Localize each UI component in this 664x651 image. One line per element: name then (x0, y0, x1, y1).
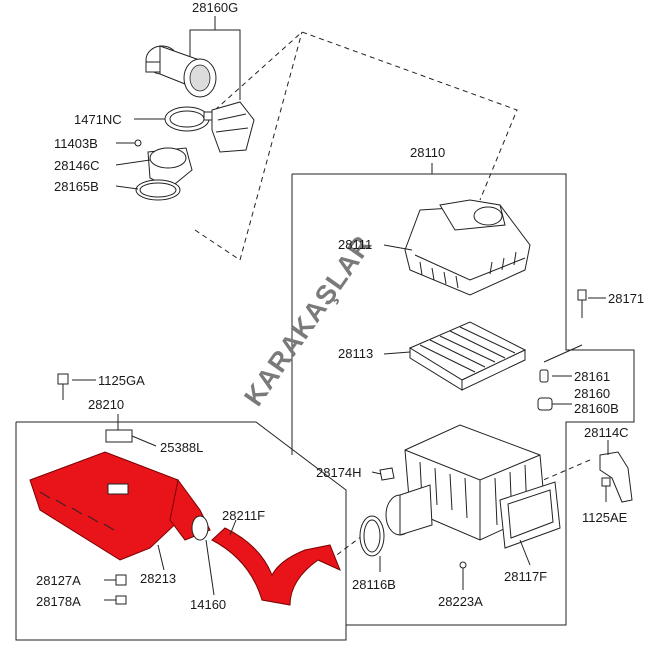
air-cleaner-body (359, 163, 633, 590)
body-ribs (419, 461, 528, 526)
label-28211F: 28211F (222, 508, 265, 523)
bolt-head (577, 289, 587, 301)
cover-bolt (57, 373, 69, 385)
label-plate (105, 429, 133, 443)
label-1125GA: 1125GA (98, 373, 145, 388)
dashed-frame (214, 31, 518, 201)
engine-cover-assembly (29, 373, 341, 606)
label-11403B: 11403B (54, 136, 98, 151)
leader-line (205, 539, 215, 596)
airflow-sensor-assembly (115, 16, 255, 201)
leader-line (131, 435, 157, 447)
sensor-inner (189, 64, 211, 92)
hose-clamp-inner (363, 519, 381, 553)
filter-pleats (419, 326, 516, 373)
label-1471NC: 1471NC (74, 112, 122, 127)
leader-line (371, 471, 382, 475)
cover-label (107, 483, 129, 495)
label-28160: 28160 (574, 386, 610, 401)
label-28223A: 28223A (438, 594, 483, 609)
washer (115, 595, 127, 605)
part-labels: 28160G 1471NC 11403B 28146C 28165B 28110… (36, 0, 644, 612)
frame-gasket-inner (507, 489, 554, 539)
label-28213: 28213 (140, 571, 176, 586)
label-28117F: 28117F (504, 569, 547, 584)
stud (459, 561, 467, 569)
clamp-14160 (191, 515, 209, 541)
label-28160B: 28160B (574, 401, 619, 416)
inlet-duct-body (399, 484, 433, 536)
label-28165B: 28165B (54, 179, 99, 194)
cover-vents (39, 491, 115, 531)
cover-ribs (414, 251, 526, 289)
nut (115, 574, 127, 586)
label-28114C: 28114C (584, 425, 629, 440)
leader-line (543, 344, 583, 363)
label-25388L: 25388L (160, 440, 203, 455)
label-28113: 28113 (338, 346, 373, 361)
screw (134, 139, 142, 147)
label-28160G: 28160G (192, 0, 238, 15)
label-28127A: 28127A (36, 573, 81, 588)
dashed-frame-2 (194, 229, 241, 261)
clamp-ring-inner (169, 110, 205, 128)
bracket-bolt (601, 477, 611, 487)
leader-line (189, 29, 241, 100)
leader-line (383, 244, 413, 251)
frame-lines (15, 31, 635, 641)
cover-body (404, 204, 531, 296)
air-cleaner-cover (383, 199, 531, 296)
intake-hose (211, 527, 341, 606)
label-28161: 28161 (574, 369, 610, 384)
cover-outlet (473, 206, 503, 226)
filter-element (383, 321, 527, 391)
label-28174H: 28174H (316, 465, 362, 480)
boot-detail (215, 113, 249, 133)
label-28146C: 28146C (54, 158, 100, 173)
label-28111: 28111 (338, 237, 372, 252)
engine-cover (29, 451, 186, 561)
dashed-frame-3 (239, 31, 303, 261)
leader-line (229, 519, 237, 536)
airbox-frame (292, 173, 635, 626)
label-14160: 14160 (190, 597, 226, 612)
label-28210: 28210 (88, 397, 124, 412)
o-ring-inner (139, 182, 177, 198)
adapter-ring (149, 147, 187, 169)
body-edges (404, 449, 541, 540)
grommet (537, 397, 553, 411)
clip (379, 467, 395, 481)
label-1125AE: 1125AE (582, 510, 628, 525)
cover-frame (15, 421, 347, 641)
sensor-connector (145, 61, 161, 73)
label-28171: 28171 (608, 291, 644, 306)
filter-front (461, 349, 526, 391)
rubber-boot (211, 101, 255, 153)
label-28178A: 28178A (36, 594, 81, 609)
label-28110: 28110 (410, 145, 445, 160)
leader-line (115, 185, 139, 190)
bracket (599, 451, 633, 503)
label-28116B: 28116B (352, 577, 396, 592)
mount-pin (539, 369, 549, 383)
leader-line (519, 539, 531, 566)
watermark-text: KARAKAŞLAR (238, 230, 378, 411)
leader-line (383, 351, 411, 355)
leader-line (157, 544, 165, 571)
leader-line (115, 159, 151, 166)
